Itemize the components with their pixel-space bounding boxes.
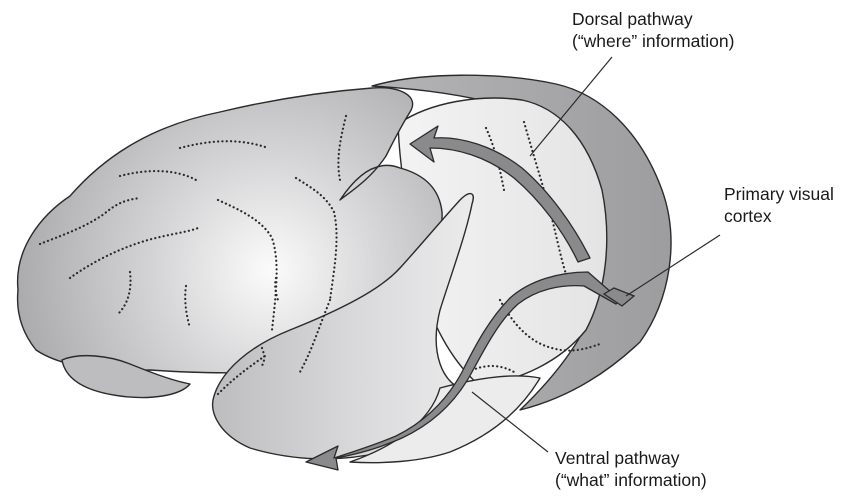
ventral-label-line1: Ventral pathway xyxy=(555,447,707,469)
dorsal-label-line2: (“where” information) xyxy=(572,30,734,52)
ventral-label-line2: (“what” information) xyxy=(555,469,707,491)
ventral-pathway-label: Ventral pathway (“what” information) xyxy=(555,447,707,491)
primary-visual-cortex-label: Primary visual cortex xyxy=(724,183,834,227)
dorsal-label-line1: Dorsal pathway xyxy=(572,8,734,30)
dorsal-pathway-label: Dorsal pathway (“where” information) xyxy=(572,8,734,52)
primary-label-line1: Primary visual xyxy=(724,183,834,205)
primary-label-line2: cortex xyxy=(724,205,834,227)
